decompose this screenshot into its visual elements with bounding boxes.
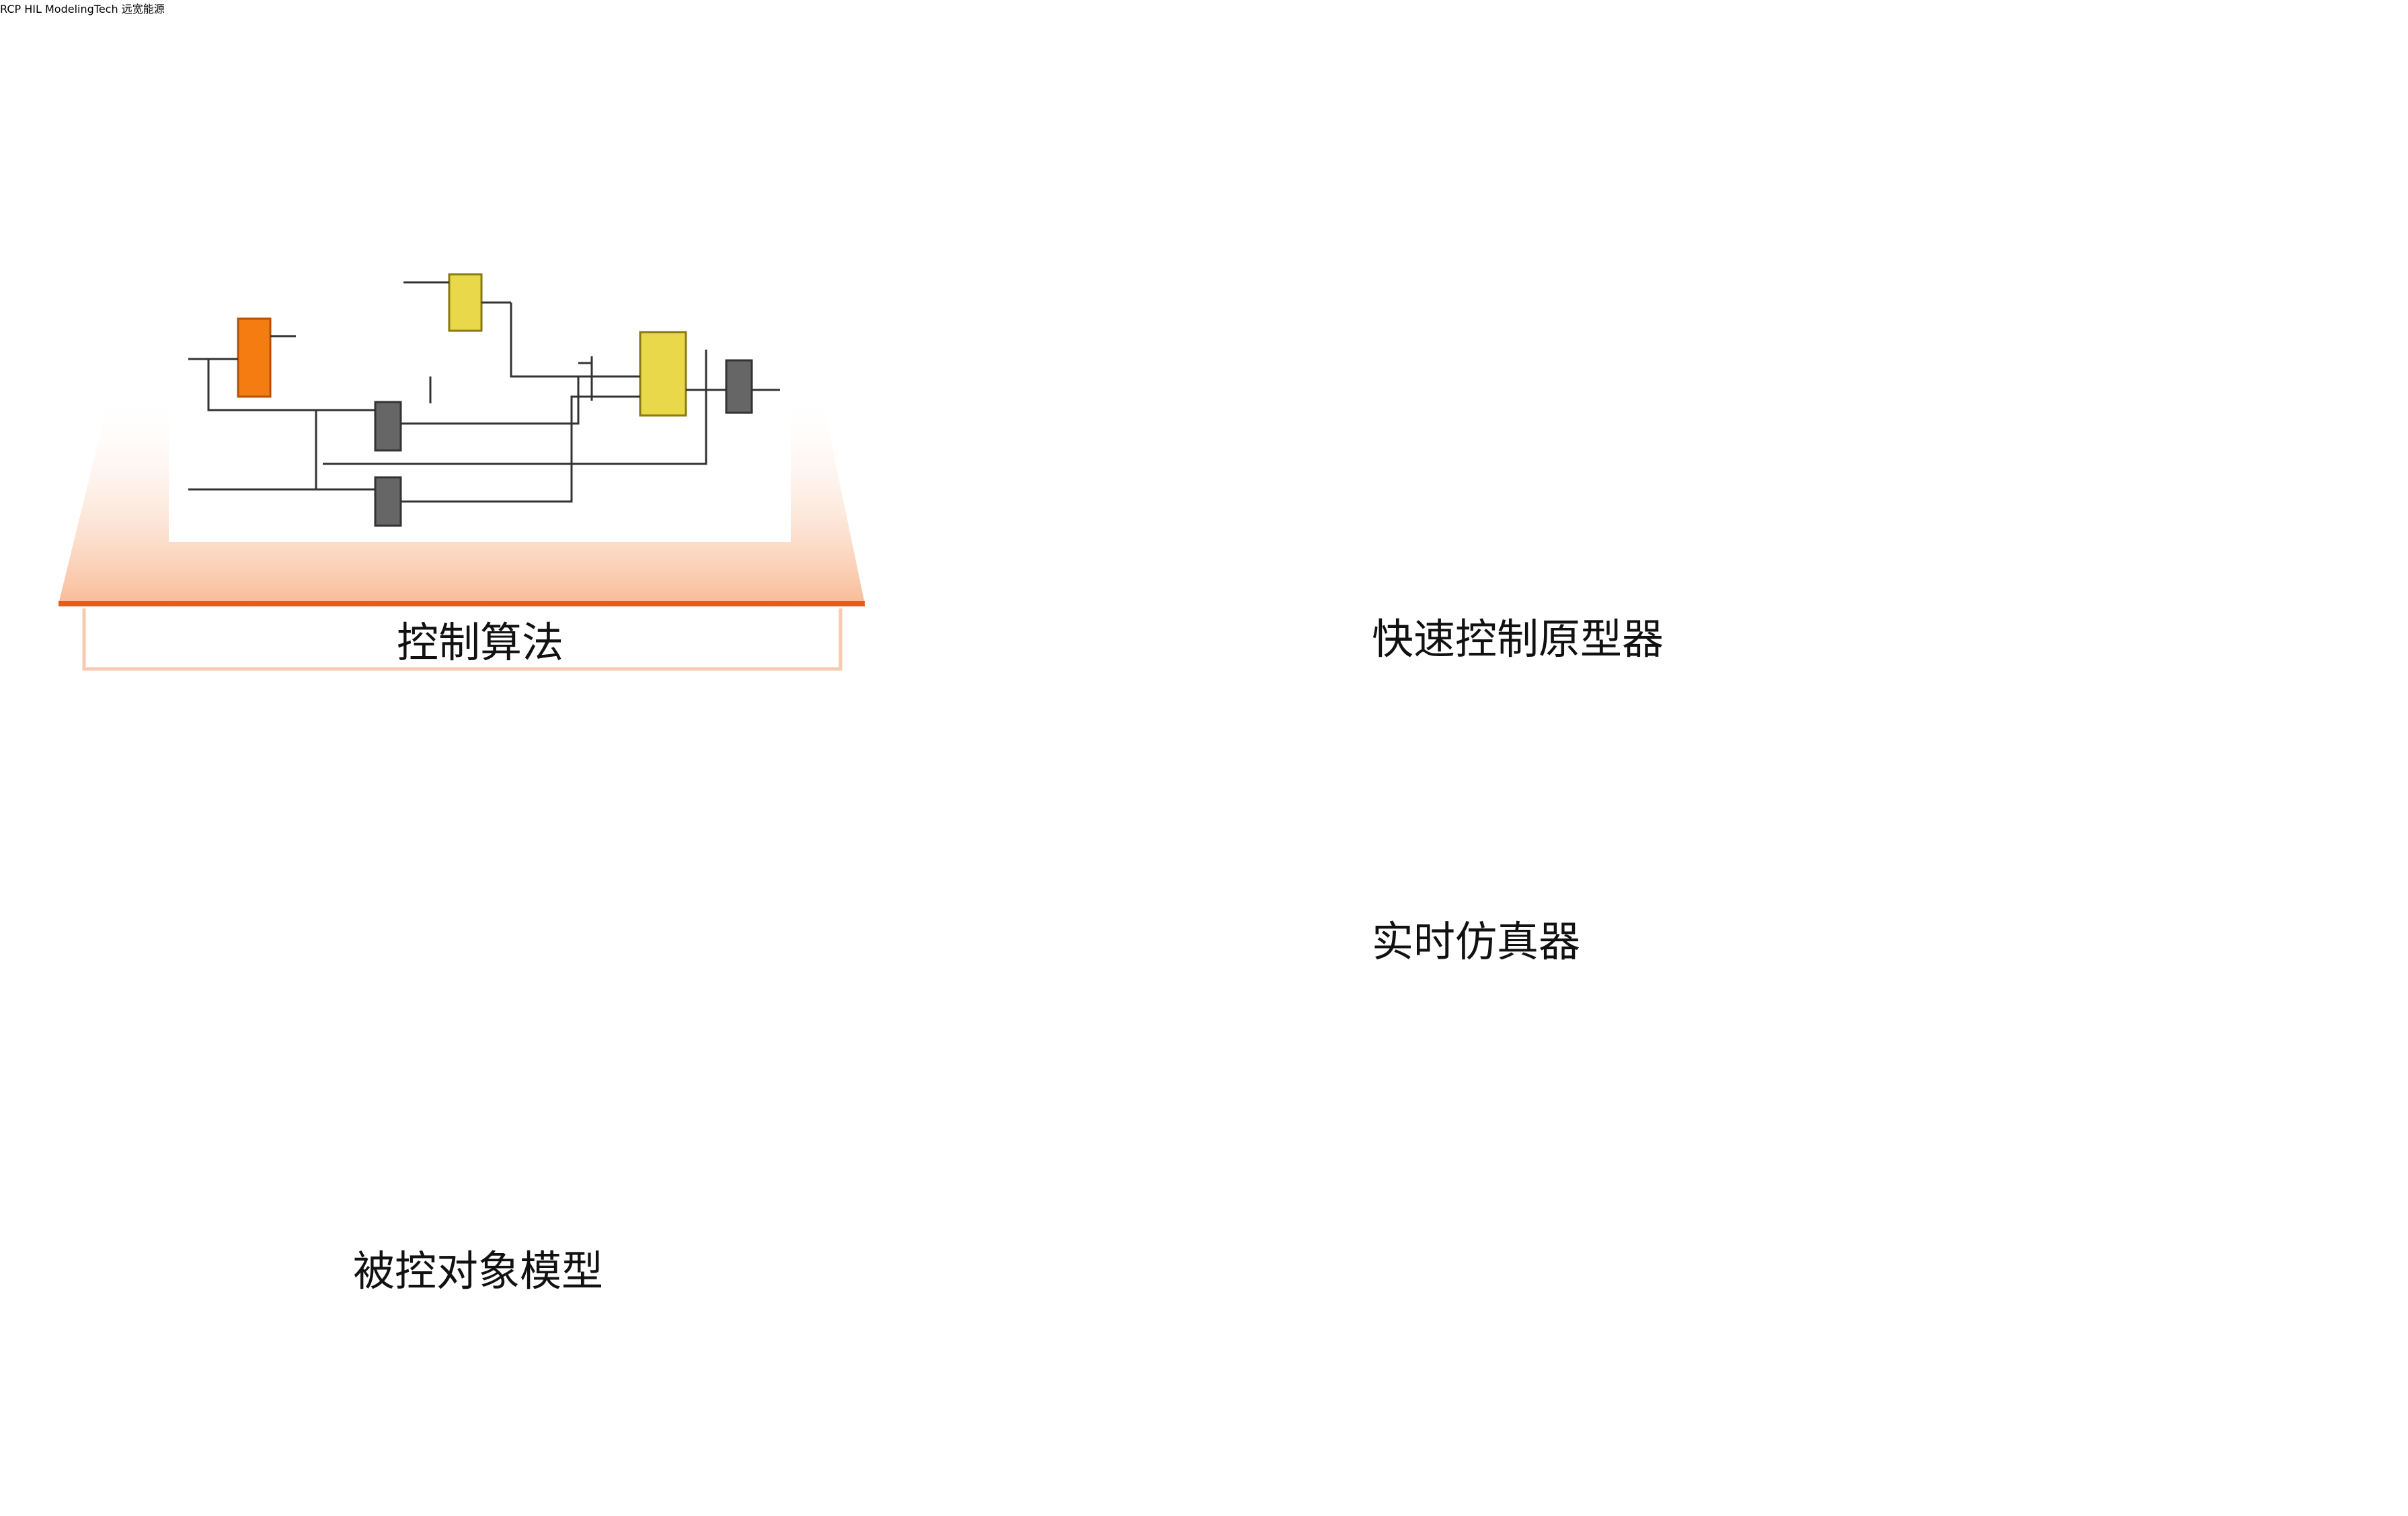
rack-cabinet: ModelingTech 远宽能源 — [45, 3, 165, 15]
hil-device-label: 实时仿真器 — [1372, 917, 1581, 966]
control-algorithm-platform — [59, 269, 865, 671]
cabinet-brand-cn: 远宽能源 — [121, 3, 165, 15]
hil-app-icon: HIL — [24, 3, 45, 15]
hil-icon-label: HIL — [24, 3, 42, 15]
rcp-app-icon: RCP — [0, 3, 24, 15]
plant-model-label: 被控对象模型 — [353, 1246, 604, 1295]
control-algorithm-label: 控制算法 — [397, 618, 564, 667]
cabinet-brand: ModelingTech — [45, 3, 118, 15]
divider-dashed-line: HIL ModelingTech 远宽能源 — [24, 3, 1664, 1295]
rcp-device-label: 快速控制原型器 — [1372, 614, 1664, 664]
rcp-icon-label: RCP — [0, 3, 22, 15]
control-block-diagram — [188, 273, 780, 527]
